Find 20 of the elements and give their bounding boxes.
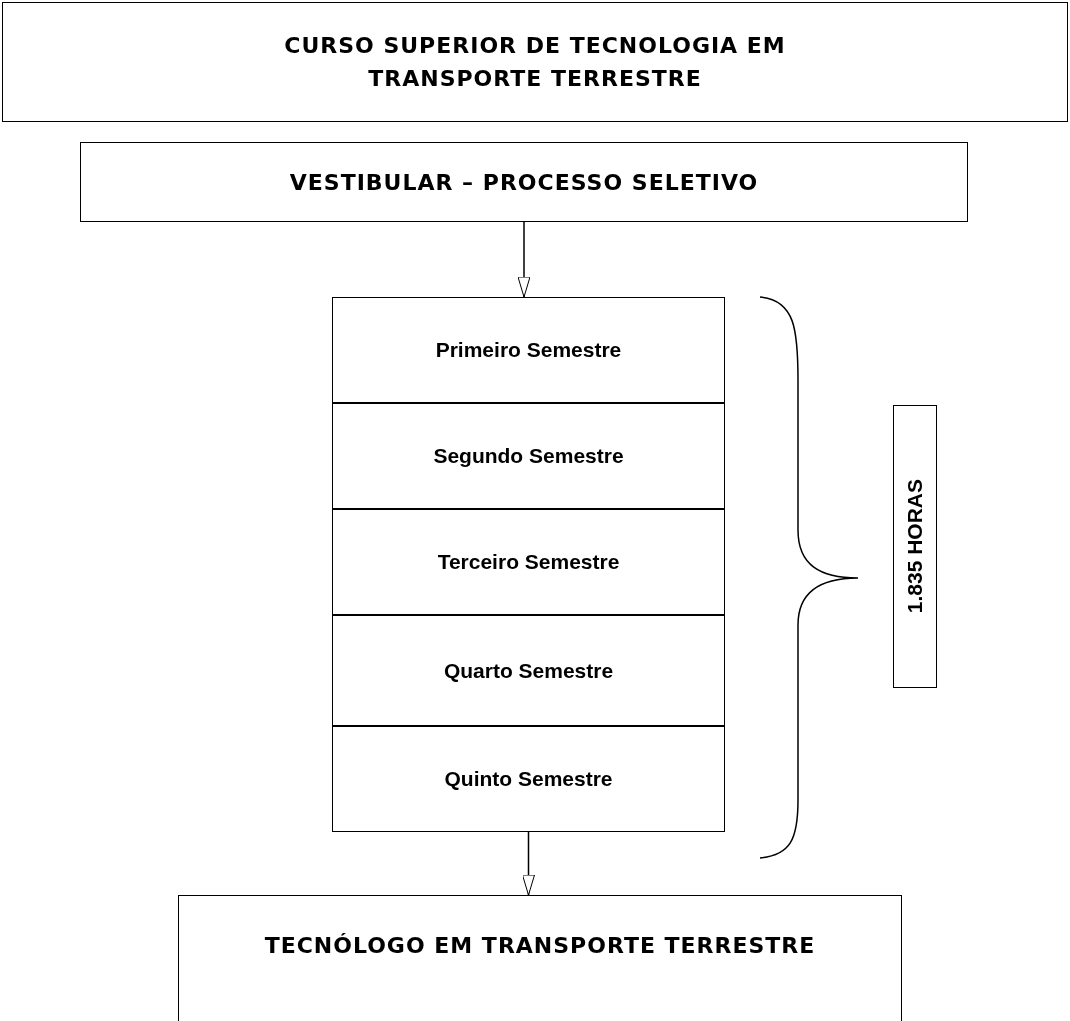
box-label: CURSO SUPERIOR DE TECNOLOGIA EM TRANSPORTE TERRESTRE [283, 32, 787, 93]
arrow [522, 831, 535, 896]
process-box [80, 142, 968, 222]
process-box [332, 297, 725, 403]
box-label: TECNÓLOGO EM TRANSPORTE TERRESTRE [264, 931, 816, 960]
box-label: 1.835 HORAS [903, 479, 927, 614]
total-box [893, 405, 937, 688]
process-box [332, 615, 725, 726]
box-label: VESTIBULAR – PROCESSO SELETIVO [289, 168, 759, 197]
process-box [332, 403, 725, 509]
title-box [2, 2, 1068, 122]
box-label: Quinto Semestre [444, 767, 613, 791]
result-box [178, 895, 902, 1021]
box-label: Segundo Semestre [433, 444, 624, 468]
arrow [517, 221, 531, 298]
process-box [332, 509, 725, 615]
process-box [332, 726, 725, 832]
box-label: Terceiro Semestre [437, 550, 620, 574]
box-label: Quarto Semestre [443, 658, 614, 683]
box-label: Primeiro Semestre [435, 338, 622, 362]
